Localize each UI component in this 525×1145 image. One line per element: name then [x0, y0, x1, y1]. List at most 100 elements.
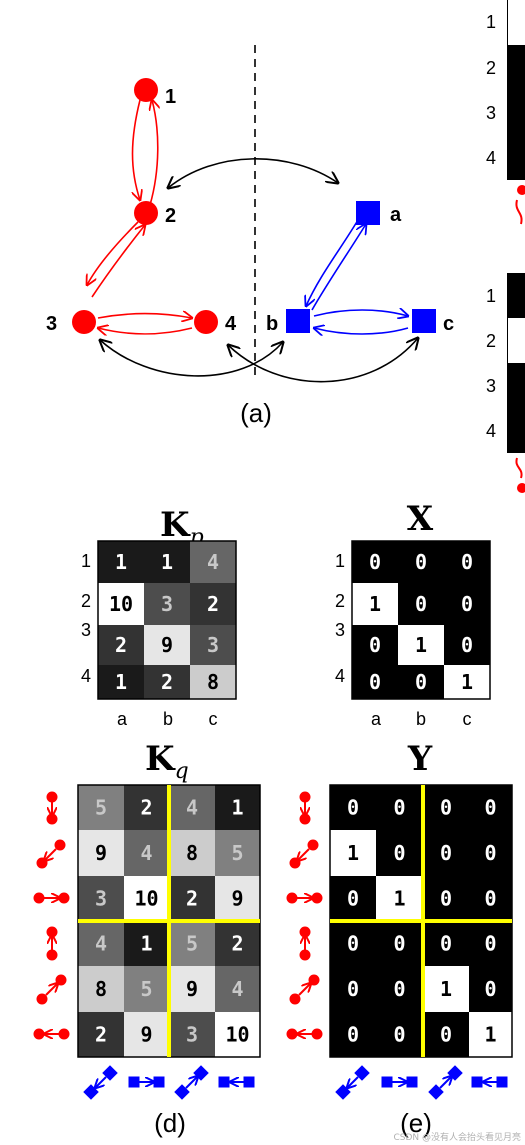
kp-cell [190, 541, 236, 583]
kp-col-label: a [117, 709, 128, 729]
kp-cell-value: 4 [207, 550, 219, 574]
kq-cell-value: 9 [95, 841, 107, 865]
kp-cell-value: 1 [115, 550, 127, 574]
kp-cell [144, 541, 190, 583]
node-label-c: c [443, 313, 454, 335]
kp-cell-value: 2 [207, 592, 219, 616]
y-cell-value: 0 [347, 932, 359, 956]
y-cell [469, 1012, 512, 1057]
kq-cell-value: 4 [231, 977, 243, 1001]
kq-cell-value: 3 [95, 887, 107, 911]
node-label-1: 1 [165, 86, 176, 108]
y-cell-value: 0 [393, 796, 405, 820]
y-cell [376, 830, 423, 876]
x-cell [444, 625, 490, 665]
y-cell-value: 0 [393, 932, 405, 956]
edge-glyph-icon [286, 1028, 323, 1040]
node-label-b: b [266, 313, 278, 335]
y-cell-value: 0 [347, 796, 359, 820]
x-cell [398, 665, 444, 699]
y-cell-value: 0 [347, 977, 359, 1001]
y-cell [469, 830, 512, 876]
kq-cell [78, 1012, 124, 1057]
kp-cell [98, 541, 144, 583]
kq-cell-value: 2 [95, 1023, 107, 1047]
x-col-label: c [463, 709, 472, 729]
x-cell-value: 0 [415, 592, 427, 616]
side-bottom-row-1: 1 [486, 286, 496, 306]
node-c [412, 309, 436, 333]
side-bottom-row-3: 3 [486, 376, 496, 396]
kp-row-label: 4 [81, 666, 91, 686]
kq-cell [124, 785, 169, 830]
kq-cell-value: 2 [186, 887, 198, 911]
x-cell-value: 0 [461, 550, 473, 574]
edge-glyph-icon [174, 1065, 209, 1100]
y-cell [330, 876, 376, 921]
kq-cell-value: 5 [231, 841, 243, 865]
x-cell [352, 625, 398, 665]
node-1 [134, 78, 158, 102]
kp-col-label: c [209, 709, 218, 729]
node-label-2: 2 [165, 205, 176, 227]
edge-glyph-icon [36, 974, 67, 1005]
y-cell-value: 0 [393, 841, 405, 865]
y-cell-value: 0 [484, 977, 496, 1001]
kq-cell-value: 5 [140, 977, 152, 1001]
y-cell-value: 1 [484, 1023, 496, 1047]
kq-cell [78, 830, 124, 876]
kq-cell [169, 830, 215, 876]
edge-glyph-icon [335, 1065, 370, 1100]
y-cell [469, 876, 512, 921]
edge-glyph-icon [381, 1076, 418, 1088]
panel-label-d: (d) [154, 1108, 186, 1138]
y-cell-value: 0 [440, 1023, 452, 1047]
edge-glyph-icon [471, 1076, 508, 1088]
x-cell [444, 665, 490, 699]
kp-cell-value: 9 [161, 633, 173, 657]
column-edge-icons [83, 1065, 508, 1100]
kq-cell [215, 830, 260, 876]
edge-glyph-icon [299, 791, 311, 825]
node-3 [72, 310, 96, 334]
kq-cell [169, 785, 215, 830]
y-cell-value: 1 [347, 841, 359, 865]
graph-a: 1 2 3 4 a b c (a) [46, 45, 454, 428]
kq-cell-value: 9 [186, 977, 198, 1001]
edge-glyph-icon [33, 1028, 70, 1040]
kq-cell [215, 876, 260, 921]
x-row-label: 2 [335, 591, 345, 611]
y-cell [330, 921, 376, 966]
edge-glyph-icon [36, 839, 66, 869]
kq-cell [169, 966, 215, 1012]
x-row-label: 4 [335, 666, 345, 686]
edge-glyph-icon [289, 974, 320, 1005]
y-cell-value: 0 [347, 887, 359, 911]
kq-cell-value: 10 [225, 1023, 249, 1047]
kp-cell [144, 583, 190, 625]
x-cell [444, 583, 490, 625]
y-cell [423, 785, 469, 830]
kp-cell [98, 625, 144, 665]
y-cell [330, 785, 376, 830]
x-row-label: 1 [335, 551, 345, 571]
kp-cell-value: 8 [207, 670, 219, 694]
x-cell-value: 0 [369, 633, 381, 657]
kp-cell-value: 1 [115, 670, 127, 694]
x-cell [444, 541, 490, 583]
node-a [356, 201, 380, 225]
kq-cell [215, 966, 260, 1012]
row-edge-icons [33, 791, 323, 1040]
kq-cell [124, 876, 169, 921]
kq-cell [124, 966, 169, 1012]
kq-cell [124, 1012, 169, 1057]
panel-label-e: (e) [400, 1108, 432, 1138]
kp-cell-value: 3 [207, 633, 219, 657]
node-label-4: 4 [225, 313, 237, 335]
side-top-row-4: 4 [486, 148, 496, 168]
edge-glyph-icon [428, 1065, 463, 1100]
y-cell-value: 0 [484, 841, 496, 865]
y-cell-value: 0 [484, 796, 496, 820]
